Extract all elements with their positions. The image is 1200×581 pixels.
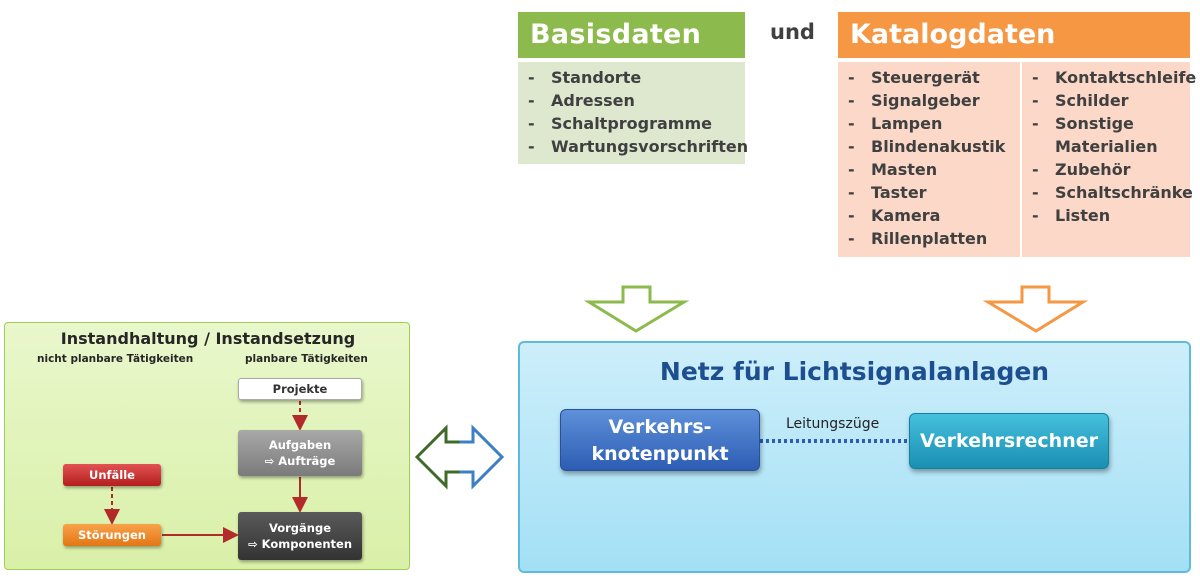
- aufgaben-label: Aufgaben: [268, 438, 332, 452]
- projekte-box: Projekte: [238, 378, 362, 400]
- list-item: -Sonstige: [1032, 114, 1134, 133]
- list-item: -Blindenakustik: [848, 137, 1006, 156]
- list-item: -Signalgeber: [848, 91, 980, 110]
- link-label: Leitungszüge: [786, 416, 880, 432]
- verkehrsknotenpunkt-node: Verkehrs- knotenpunkt: [560, 409, 760, 471]
- down-arrow-icon-green: [583, 285, 690, 333]
- list-item: -Kontaktschleife: [1032, 68, 1197, 87]
- list-item: -Standorte: [528, 68, 642, 87]
- down-arrow-icon-orange: [982, 285, 1089, 333]
- node-label-line2: knotenpunkt: [591, 443, 729, 465]
- panel-title: Instandhaltung / Instandsetzung: [60, 329, 356, 348]
- list-item: -Schilder: [1032, 91, 1129, 110]
- katalogdaten-list: -Steuergerät -Signalgeber -Lampen -Blind…: [838, 62, 1197, 257]
- list-item: -Lampen: [848, 114, 943, 133]
- flow-arrows: [104, 401, 308, 543]
- verkehrsrechner-node: Verkehrsrechner: [909, 413, 1109, 469]
- list-item: -Schaltschränke: [1032, 183, 1193, 202]
- basisdaten-list: -Standorte -Adressen -Schaltprogramme -W…: [518, 62, 749, 164]
- list-item: -Steuergerät: [848, 68, 980, 87]
- auftraege-label: ⇨ Aufträge: [264, 454, 336, 468]
- katalogdaten-header: Katalogdaten: [838, 12, 1190, 58]
- list-item: -Adressen: [528, 91, 635, 110]
- unfaelle-box: Unfälle: [63, 464, 161, 486]
- list-item: -Zubehör: [1032, 160, 1131, 179]
- list-item: -Wartungsvorschriften: [528, 137, 749, 156]
- instandhaltung-panel: Instandhaltung / Instandsetzung nicht pl…: [4, 322, 410, 570]
- komponenten-label: ⇨ Komponenten: [247, 537, 353, 551]
- node-label-line1: Verkehrs-: [608, 416, 712, 438]
- list-item: -Schaltprogramme: [528, 114, 712, 133]
- column-divider: [1020, 62, 1022, 257]
- und-connector-label: und: [770, 20, 815, 44]
- list-item: -Masten: [848, 160, 938, 179]
- vorgaenge-box: Vorgänge ⇨ Komponenten: [238, 512, 362, 560]
- list-item-continuation: Materialien: [1055, 137, 1158, 156]
- list-item: -Kamera: [848, 206, 941, 225]
- vorgaenge-label: Vorgänge: [268, 521, 332, 535]
- unplanned-activities-label: nicht planbare Tätigkeiten: [37, 353, 194, 365]
- netz-panel: Netz für Lichtsignalanlagen Verkehrs- kn…: [518, 341, 1191, 573]
- bidirectional-arrow-icon: [414, 424, 505, 490]
- panel-title: Netz für Lichtsignalanlagen: [659, 357, 1050, 386]
- stoerungen-box: Störungen: [63, 524, 161, 546]
- katalog-column-1: -Steuergerät -Signalgeber -Lampen -Blind…: [838, 66, 1020, 250]
- list-item: -Listen: [1032, 206, 1111, 225]
- basisdaten-header: Basisdaten: [518, 12, 745, 58]
- link-line: [760, 439, 909, 443]
- list-item: -Taster: [848, 183, 927, 202]
- aufgaben-box: Aufgaben ⇨ Aufträge: [238, 430, 362, 476]
- katalog-column-2: -Kontaktschleife -Schilder -Sonstige Mat…: [1022, 66, 1197, 227]
- planned-activities-label: planbare Tätigkeiten: [245, 353, 368, 365]
- list-item: -Rillenplatten: [848, 229, 988, 248]
